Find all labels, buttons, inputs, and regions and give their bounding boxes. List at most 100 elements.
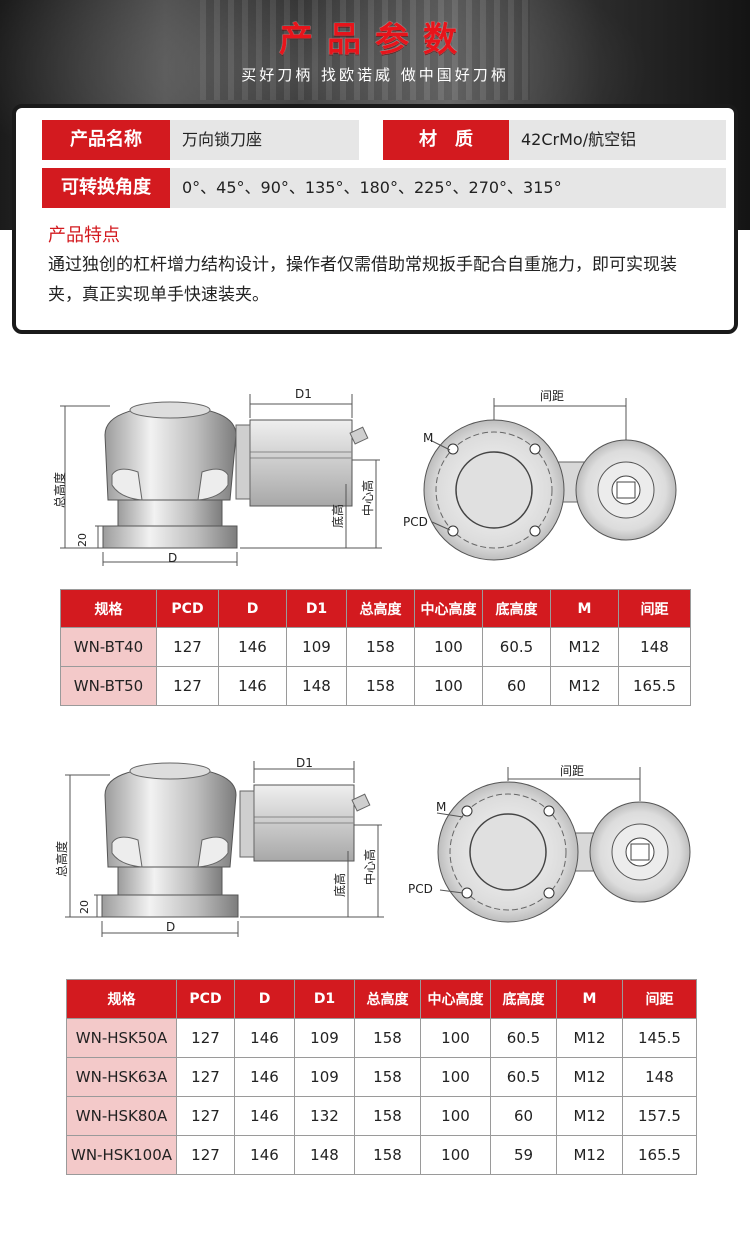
cell-m: M12: [556, 1096, 623, 1136]
cell-d: 146: [234, 1057, 295, 1097]
spacing-label: 间距: [540, 389, 564, 403]
cell-d1: 109: [294, 1018, 355, 1058]
cell-pcd: 127: [176, 1135, 235, 1175]
header-center-height: 中心高度: [420, 979, 491, 1019]
cell-total-height: 158: [354, 1135, 421, 1175]
cell-d1: 148: [286, 666, 347, 706]
cell-total-height: 158: [346, 666, 415, 706]
header-spacing: 间距: [618, 589, 691, 628]
cell-m: M12: [556, 1135, 623, 1175]
base-height-label: 底高: [332, 873, 347, 897]
header-spacing: 间距: [622, 979, 697, 1019]
top-view: [436, 767, 691, 923]
cell-total-height: 158: [354, 1018, 421, 1058]
table-row: WN-HSK50A 127 146 109 158 100 60.5 M12 1…: [66, 1018, 697, 1058]
header-base-height: 底高度: [482, 589, 551, 628]
header-base-height: 底高度: [490, 979, 557, 1019]
feature-title: 产品特点: [48, 225, 120, 246]
header-spec: 规格: [66, 979, 177, 1019]
header-d1: D1: [286, 589, 347, 628]
cell-d: 146: [218, 666, 287, 706]
d-label: D: [166, 920, 175, 934]
table-header-row: 规格 PCD D D1 总高度 中心高度 底高度 M 间距: [66, 979, 697, 1019]
cell-base-height: 60: [490, 1096, 557, 1136]
header-m: M: [550, 589, 619, 628]
cell-m: M12: [550, 627, 619, 667]
angle-value: 0°、45°、90°、135°、180°、225°、270°、315°: [170, 168, 726, 208]
spec-table-1: 规格 PCD D D1 总高度 中心高度 底高度 M 间距 WN-BT40 12…: [60, 589, 691, 706]
cell-pcd: 127: [176, 1096, 235, 1136]
cell-pcd: 127: [176, 1018, 235, 1058]
cell-model: WN-BT40: [60, 627, 157, 667]
header-d: D: [218, 589, 287, 628]
cell-center-height: 100: [414, 627, 483, 667]
name-value: 万向锁刀座: [170, 120, 359, 160]
cell-d: 146: [234, 1135, 295, 1175]
header-spec: 规格: [60, 589, 157, 628]
cell-spacing: 145.5: [622, 1018, 697, 1058]
cell-base-height: 60.5: [482, 627, 551, 667]
name-label: 产品名称: [42, 120, 170, 160]
cell-spacing: 157.5: [622, 1096, 697, 1136]
cell-total-height: 158: [346, 627, 415, 667]
cell-spacing: 148: [618, 627, 691, 667]
cell-pcd: 127: [156, 666, 219, 706]
cell-d: 146: [234, 1096, 295, 1136]
header-d: D: [234, 979, 295, 1019]
cell-base-height: 60.5: [490, 1057, 557, 1097]
cell-d1: 132: [294, 1096, 355, 1136]
cell-d1: 109: [286, 627, 347, 667]
table-row: WN-BT50 127 146 148 158 100 60 M12 165.5: [60, 666, 691, 706]
header-center-height: 中心高度: [414, 589, 483, 628]
center-height-label: 中心高: [360, 480, 375, 516]
table-row: WN-HSK80A 127 146 132 158 100 60 M12 157…: [66, 1096, 697, 1136]
base-20-label: 20: [78, 900, 91, 914]
pcd-label: PCD: [408, 882, 433, 896]
cell-m: M12: [550, 666, 619, 706]
material-value: 42CrMo/航空铝: [509, 120, 726, 160]
cell-model: WN-HSK50A: [66, 1018, 177, 1058]
spacing-label: 间距: [560, 764, 584, 778]
cell-center-height: 100: [420, 1057, 491, 1097]
total-height-label: 总高度: [52, 472, 67, 508]
top-view: [423, 398, 677, 561]
d-label: D: [168, 551, 177, 565]
cell-spacing: 148: [622, 1057, 697, 1097]
page-title: 产品参数: [279, 20, 471, 60]
cell-total-height: 158: [354, 1096, 421, 1136]
cell-d1: 148: [294, 1135, 355, 1175]
cell-base-height: 60: [482, 666, 551, 706]
spec-row-name: 产品名称 万向锁刀座 材 质 42CrMo/航空铝: [42, 120, 726, 160]
material-label: 材 质: [383, 120, 509, 160]
feature-description: 通过独创的杠杆增力结构设计，操作者仅需借助常规扳手配合自重施力，即可实现装夹，真…: [48, 255, 677, 305]
angle-label: 可转换角度: [42, 168, 170, 208]
header-total-height: 总高度: [354, 979, 421, 1019]
cell-total-height: 158: [354, 1057, 421, 1097]
base-20-label: 20: [76, 533, 89, 547]
cell-center-height: 100: [420, 1135, 491, 1175]
pcd-label: PCD: [403, 515, 428, 529]
cell-d: 146: [218, 627, 287, 667]
cell-model: WN-HSK100A: [66, 1135, 177, 1175]
header-m: M: [556, 979, 623, 1019]
cell-d1: 109: [294, 1057, 355, 1097]
cell-spacing: 165.5: [622, 1135, 697, 1175]
spec-card: 产品名称 万向锁刀座 材 质 42CrMo/航空铝 可转换角度 0°、45°、9…: [12, 104, 738, 334]
header-pcd: PCD: [156, 589, 219, 628]
spec-row-angle: 可转换角度 0°、45°、90°、135°、180°、225°、270°、315…: [42, 168, 726, 208]
technical-drawing-2: D1 总高度 20 D 底高 中心高 间距 M PCD: [54, 756, 691, 937]
header-total-height: 总高度: [346, 589, 415, 628]
d1-label: D1: [296, 756, 313, 770]
cell-m: M12: [556, 1057, 623, 1097]
m-label: M: [436, 800, 446, 814]
d1-label: D1: [295, 387, 312, 401]
header-pcd: PCD: [176, 979, 235, 1019]
cell-model: WN-HSK63A: [66, 1057, 177, 1097]
spec-table-2: 规格 PCD D D1 总高度 中心高度 底高度 M 间距 WN-HSK50A …: [66, 979, 697, 1175]
cell-base-height: 59: [490, 1135, 557, 1175]
total-height-label: 总高度: [54, 841, 69, 877]
cell-spacing: 165.5: [618, 666, 691, 706]
cell-center-height: 100: [414, 666, 483, 706]
m-label: M: [423, 431, 433, 445]
cell-model: WN-HSK80A: [66, 1096, 177, 1136]
